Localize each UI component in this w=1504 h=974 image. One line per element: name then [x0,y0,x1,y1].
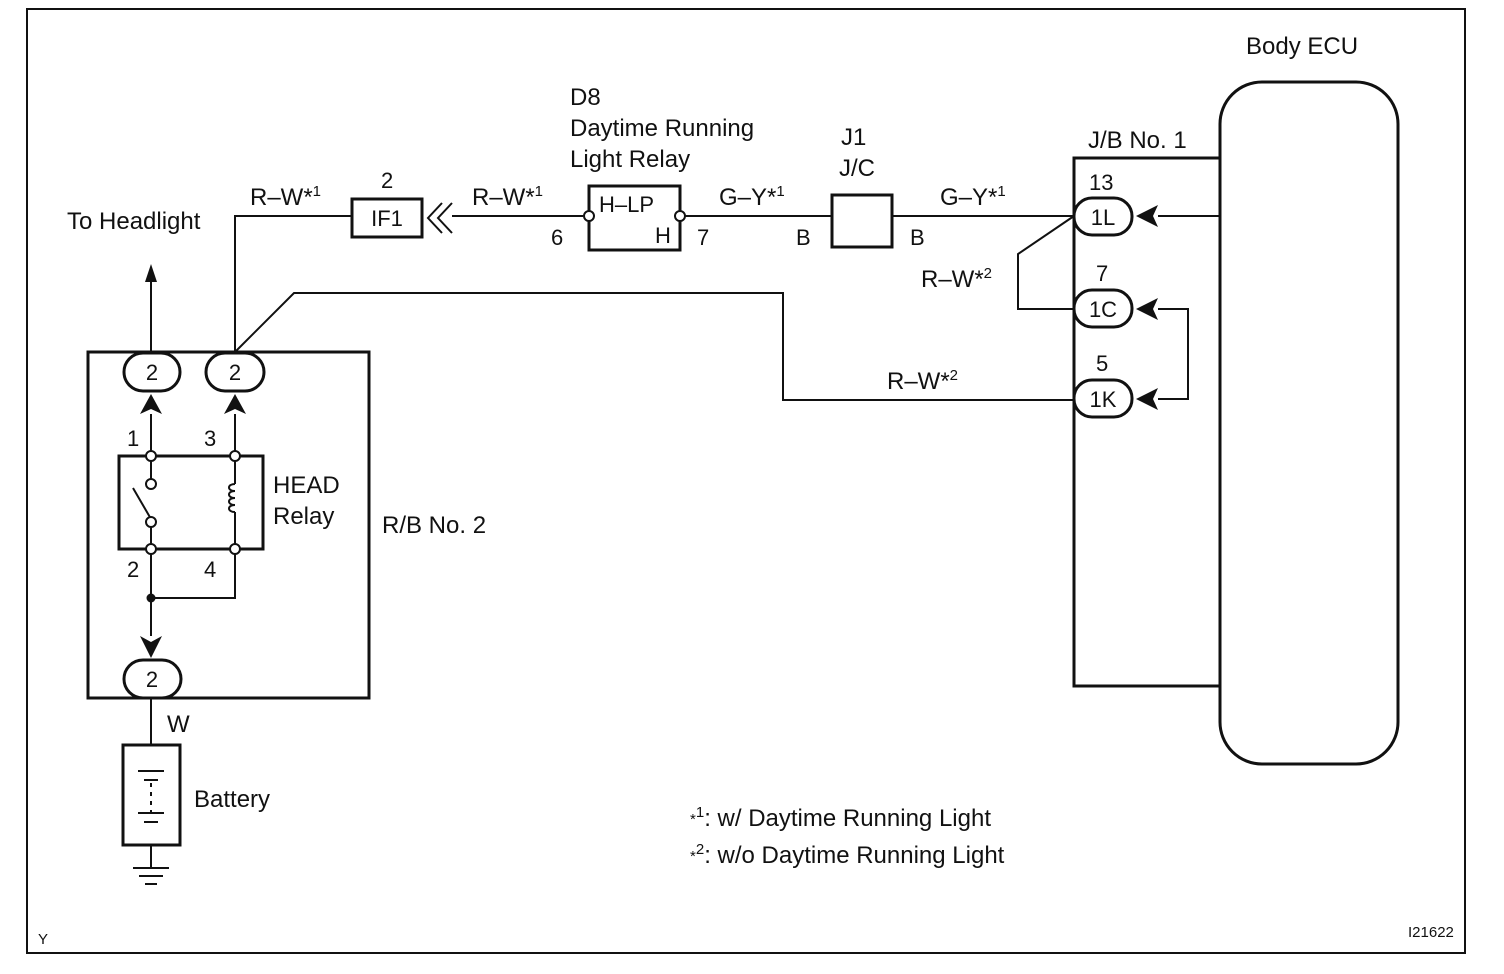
footnote-1: *1: w/ Daytime Running Light [690,804,991,832]
relay-switch-contact-lower [145,516,157,528]
head-relay-label-line2: Relay [273,503,334,530]
head-relay-label-line1: HEAD [273,472,340,499]
to-headlight-arrow [145,264,157,282]
if1-chevron-1 [426,202,443,234]
jb-connector-1l-label: 1L [1091,205,1115,230]
wire-gy1-left-label: G–Y*1 [719,183,785,211]
jb-connector-1k-label: 1K [1090,387,1117,412]
body-ecu-box [1218,80,1400,766]
wire-gy1-right-label: G–Y*1 [940,183,1006,211]
jc-left-terminal: B [796,225,811,250]
arrowhead-rb-top-right [224,394,246,414]
arrowhead-rb-bottom [140,636,162,658]
rb-connector-bottom-label: 2 [146,667,158,692]
drl-relay-id: D8 [570,84,601,111]
jb-connector-1c-label: 1C [1089,297,1117,322]
relay-terminal-1 [145,450,157,462]
drl-pin-7: 7 [697,225,709,250]
jc-id: J1 [841,124,866,151]
relay-switch-contact-upper [145,478,157,490]
jc-label: J/C [839,155,875,182]
arrowhead-1l [1136,205,1158,227]
wire-rw2-lower-label: R–W*2 [887,367,958,395]
wire-rw2-1l-to-1c [1017,215,1075,310]
relay-coil [228,483,236,513]
wire-rw2-rb-to-1k [234,292,1074,401]
wire-rw1-left-label: R–W*1 [250,183,321,211]
diagram-frame [26,8,1466,954]
if1-chevron-2 [436,202,453,234]
wire-1c-1k-bridge [1158,308,1189,400]
jb-connector-1k [1072,378,1134,419]
arrowhead-1c [1136,298,1158,320]
body-ecu-label: Body ECU [1246,33,1358,60]
ground-icon [133,867,169,885]
jc-right-terminal: B [910,225,925,250]
drl-terminal-7-dot [674,210,686,222]
relay-switch-blade [132,487,152,520]
rb-connector-bottom [122,658,183,700]
jb-1k-pin-number: 5 [1096,351,1108,376]
drl-relay-name-line1: Daytime Running [570,115,754,142]
drl-relay-name-line2: Light Relay [570,146,690,173]
to-headlight-label: To Headlight [67,208,201,235]
wire-rw1-mid-label: R–W*1 [472,183,543,211]
jb-no1-box [1072,156,1220,688]
relay-terminal-3 [229,450,241,462]
jb-1l-pin-number: 13 [1089,170,1113,195]
relay-junction-dot [146,593,156,603]
relay-terminal-2 [145,543,157,555]
rb-connector-top-left [122,351,182,393]
wire-rw1-rb-to-if1 [234,215,352,352]
if1-connector [350,197,424,239]
arrowhead-1k [1136,388,1158,410]
rb-connector-top-left-label: 2 [146,360,158,385]
jc-box [830,193,894,249]
if1-connector-label: IF1 [371,206,403,231]
relay-terminal-4 [229,543,241,555]
wire-rw2-upper-label: R–W*2 [921,265,992,293]
corner-label-y: Y [38,931,48,948]
rb-connector-top-right-label: 2 [229,360,241,385]
head-relay-box [117,454,265,551]
jb-1c-pin-number: 7 [1096,261,1108,286]
drl-pin-6: 6 [551,225,563,250]
rb-no2-label: R/B No. 2 [382,512,486,539]
drl-terminal-hlp: H–LP [599,192,654,217]
relay-pin-3: 3 [204,426,216,451]
battery-label: Battery [194,786,270,813]
arrowhead-rb-top-left [140,394,162,414]
relay-pin-4: 4 [204,557,216,582]
footnote-2: *2: w/o Daytime Running Light [690,841,1005,869]
figure-id: I21622 [1408,924,1454,941]
wire-w-label: W [167,711,190,738]
rb-connector-top-right [204,351,266,393]
drl-terminal-h: H [655,223,671,248]
relay-lead-4 [151,554,236,599]
relay-pin-1: 1 [127,426,139,451]
if1-pin-number: 2 [381,168,393,193]
jb-no1-label: J/B No. 1 [1088,127,1187,154]
drl-terminal-6-dot [583,210,595,222]
relay-pin-2: 2 [127,557,139,582]
